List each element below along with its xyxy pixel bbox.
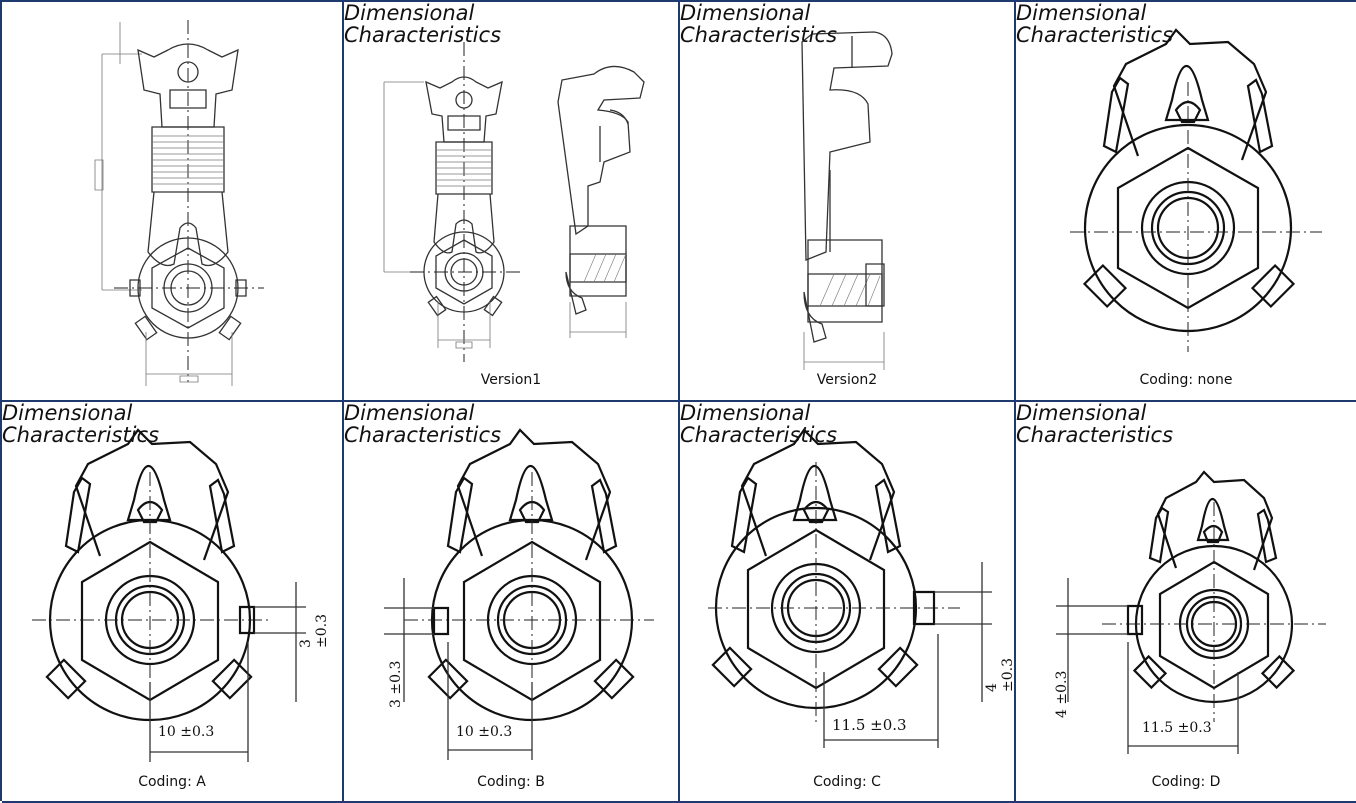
cell-front-view	[2, 2, 344, 402]
cell-header: Dimensional Characteristics	[344, 402, 502, 447]
cell-caption: Coding: B	[477, 774, 545, 790]
dimension-width: 11.5 ±0.3	[1142, 720, 1212, 736]
dimension-height: 4 ±0.3	[1054, 670, 1070, 718]
dimension-width: 10 ±0.3	[158, 724, 215, 740]
dimension-width: 10 ±0.3	[456, 724, 513, 740]
cell-version2: Dimensional Characteristics Version2	[680, 2, 1016, 402]
dimension-height: 3 ±0.3	[388, 660, 404, 708]
cell-coding-b: Dimensional Characteristics 10 ±0.3	[344, 402, 680, 803]
cell-caption: Version2	[816, 372, 878, 388]
cell-coding-c: Dimensional Characteristics 11.5 ±0.3	[680, 402, 1016, 803]
coding-b-drawing	[344, 402, 678, 801]
cell-caption: Coding: D	[1151, 774, 1221, 790]
coding-d-drawing	[1016, 402, 1356, 801]
cell-coding-d: Dimensional Characteristics 11.5 ±0.3	[1016, 402, 1356, 803]
cell-header: Dimensional Characteristics	[2, 402, 160, 447]
cell-header: Dimensional Characteristics	[1016, 2, 1174, 47]
dimension-width: 11.5 ±0.3	[832, 716, 907, 734]
cell-caption: Coding: none	[1139, 372, 1233, 388]
cell-caption: Coding: A	[138, 774, 206, 790]
dimension-height: 4 ±0.3	[984, 658, 1016, 692]
cell-header: Dimensional Characteristics	[344, 2, 502, 47]
cell-version1: Dimensional Characteristics	[344, 2, 680, 402]
cell-caption: Coding: C	[813, 774, 881, 790]
coding-c-drawing	[680, 402, 1014, 801]
cell-header: Dimensional Characteristics	[680, 402, 838, 447]
dimension-height: 3 ±0.3	[298, 614, 330, 648]
cell-coding-none: Dimensional Characteristics Coding: none	[1016, 2, 1356, 402]
cell-header: Dimensional Characteristics	[680, 2, 838, 47]
front-elevation-drawing	[2, 2, 342, 400]
version1-drawing	[344, 2, 678, 400]
version2-drawing	[680, 2, 1014, 400]
cell-header: Dimensional Characteristics	[1016, 402, 1174, 447]
cell-caption: Version1	[480, 372, 542, 388]
cell-coding-a: Dimensional Characteristics 10 ±0.3	[2, 402, 344, 803]
coding-a-drawing	[2, 402, 342, 801]
coding-none-drawing	[1016, 2, 1356, 400]
